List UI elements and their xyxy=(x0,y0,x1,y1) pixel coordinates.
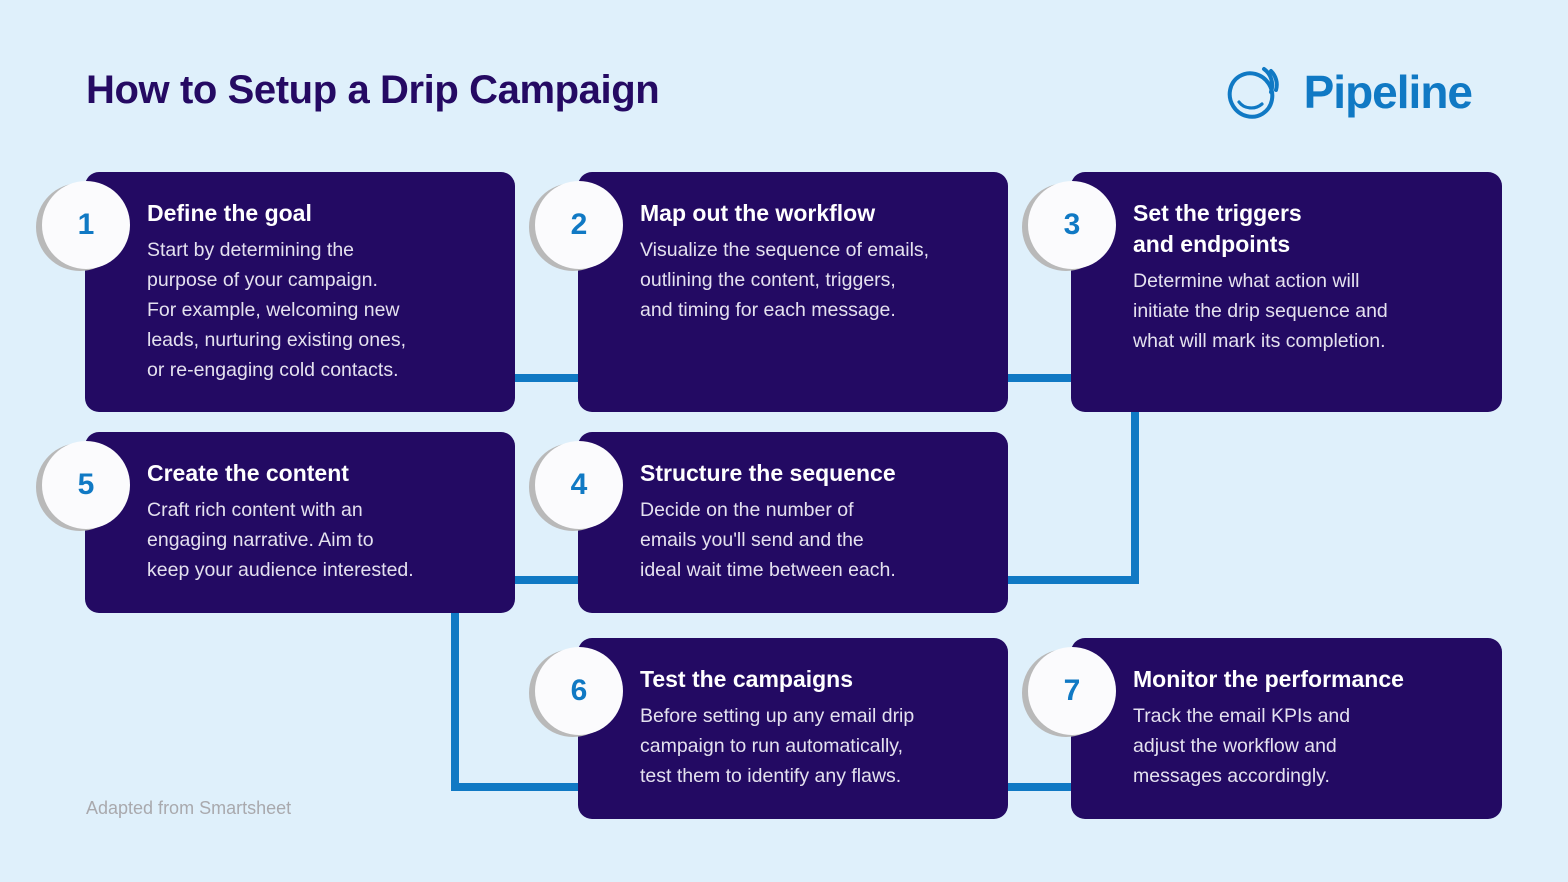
step-badge-3-number: 3 xyxy=(1063,208,1081,241)
step-badge-2: 2 xyxy=(529,181,623,275)
step-card-1-title: Define the goal xyxy=(147,200,312,226)
step-badge-5: 5 xyxy=(36,441,130,535)
footer-credit: Adapted from Smartsheet xyxy=(86,798,292,818)
step-card-2-title: Map out the workflow xyxy=(640,200,876,226)
step-badge-3-face: 3 xyxy=(1028,181,1116,269)
brand-logo: Pipeline xyxy=(1224,60,1473,124)
step-card-4-content: Structure the sequence Decide on the num… xyxy=(640,458,986,585)
step-card-3[interactable]: Set the triggers and endpoints Determine… xyxy=(1071,172,1502,412)
step-badge-4-face: 4 xyxy=(535,441,623,529)
step-card-6[interactable]: Test the campaigns Before setting up any… xyxy=(578,638,1008,819)
connector-6-to-7 xyxy=(1000,783,1085,791)
step-card-6-body: Before setting up any email drip campaig… xyxy=(640,705,915,787)
step-card-5-content: Create the content Craft rich content wi… xyxy=(147,458,493,585)
connector-2-to-3 xyxy=(1000,374,1085,382)
step-card-4[interactable]: Structure the sequence Decide on the num… xyxy=(578,432,1008,613)
step-card-4-body: Decide on the number of emails you'll se… xyxy=(640,499,896,581)
step-card-5-title: Create the content xyxy=(147,460,349,486)
pipeline-swirl-icon xyxy=(1227,67,1279,119)
step-card-5-body: Craft rich content with an engaging narr… xyxy=(147,499,414,581)
step-badge-6-number: 6 xyxy=(570,674,588,707)
step-card-4-title: Structure the sequence xyxy=(640,460,896,486)
step-badge-1-face: 1 xyxy=(42,181,130,269)
step-badge-7: 7 xyxy=(1022,647,1116,741)
step-badge-7-face: 7 xyxy=(1028,647,1116,735)
connector-4-to-5 xyxy=(505,576,590,584)
step-card-2-content: Map out the workflow Visualize the seque… xyxy=(640,198,986,325)
brand-name: Pipeline xyxy=(1303,66,1473,118)
step-badge-2-face: 2 xyxy=(535,181,623,269)
connector-down-to-4 xyxy=(1000,576,1139,584)
connector-5-down xyxy=(451,600,459,791)
step-card-7[interactable]: Monitor the performance Track the email … xyxy=(1071,638,1502,819)
step-card-7-title: Monitor the performance xyxy=(1133,666,1404,692)
step-badge-1-number: 1 xyxy=(77,208,95,241)
step-badge-4-number: 4 xyxy=(570,468,588,501)
step-badge-5-face: 5 xyxy=(42,441,130,529)
step-card-2-body: Visualize the sequence of emails, outlin… xyxy=(640,239,930,321)
step-card-2[interactable]: Map out the workflow Visualize the seque… xyxy=(578,172,1008,412)
step-badge-3: 3 xyxy=(1022,181,1116,275)
step-card-6-title: Test the campaigns xyxy=(640,666,854,692)
step-badge-4: 4 xyxy=(529,441,623,535)
step-badge-6-face: 6 xyxy=(535,647,623,735)
step-badge-6: 6 xyxy=(529,647,623,741)
step-card-5[interactable]: Create the content Craft rich content wi… xyxy=(85,432,515,613)
step-badge-7-number: 7 xyxy=(1063,674,1081,707)
step-card-6-content: Test the campaigns Before setting up any… xyxy=(640,664,986,791)
connector-down-to-6 xyxy=(451,783,590,791)
step-card-3-content: Set the triggers and endpoints Determine… xyxy=(1133,198,1480,356)
page-title: How to Setup a Drip Campaign xyxy=(86,68,660,112)
connector-3-down xyxy=(1131,400,1139,584)
step-badge-5-number: 5 xyxy=(77,468,95,501)
step-card-3-title: Set the triggers and endpoints xyxy=(1133,200,1302,257)
step-card-1[interactable]: Define the goal Start by determining the… xyxy=(85,172,515,412)
step-card-7-content: Monitor the performance Track the email … xyxy=(1133,664,1480,791)
step-card-7-body: Track the email KPIs and adjust the work… xyxy=(1133,705,1351,787)
connector-1-to-2 xyxy=(505,374,590,382)
step-badge-1: 1 xyxy=(36,181,130,275)
step-card-1-body: Start by determining the purpose of your… xyxy=(147,239,407,381)
step-card-3-body: Determine what action will initiate the … xyxy=(1133,270,1388,352)
step-badge-2-number: 2 xyxy=(570,208,588,241)
step-card-1-content: Define the goal Start by determining the… xyxy=(147,198,493,385)
